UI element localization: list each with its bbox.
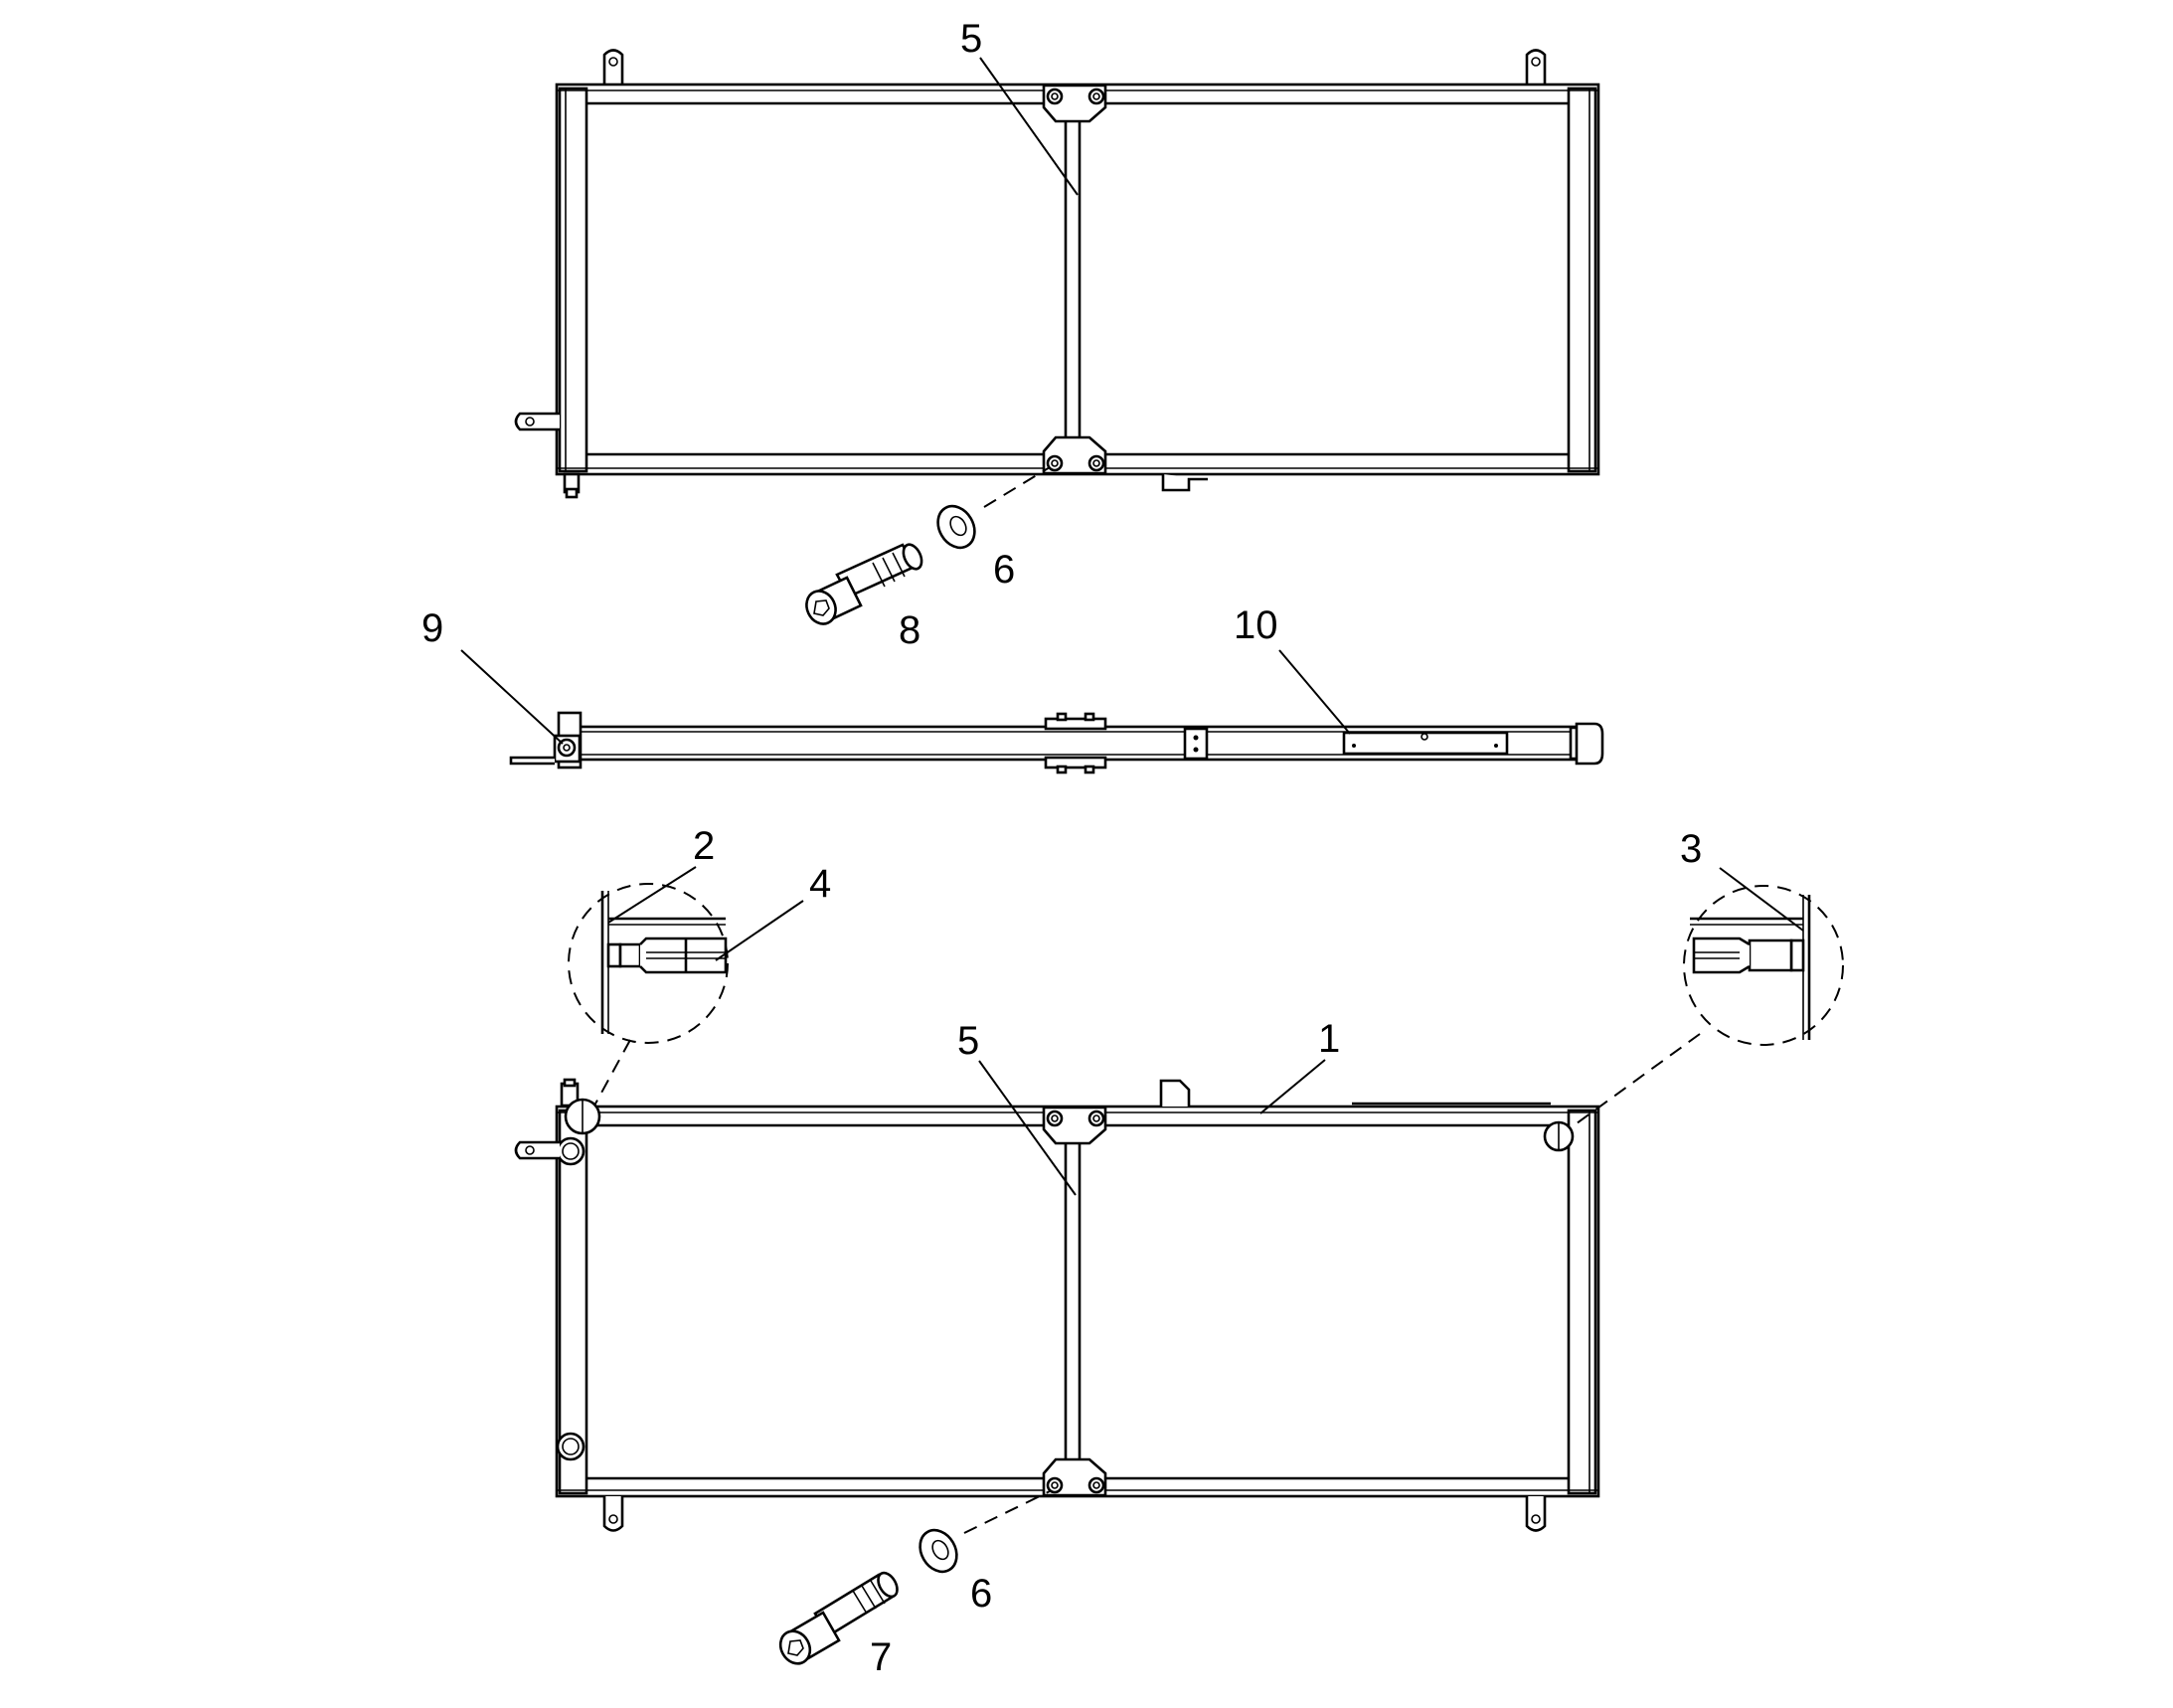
side-view-left-end — [509, 711, 583, 769]
bottom-frame-top-bracket — [1159, 1079, 1191, 1107]
top-mounting-tab-right — [1525, 49, 1547, 84]
top-assembly-dash-line — [983, 466, 1051, 508]
side-view-center-clamp — [1044, 712, 1107, 774]
bottom-assembly-dash-line — [963, 1490, 1051, 1534]
callout-5-bottom: 5 — [957, 1019, 979, 1063]
top-frame-right-post — [1567, 86, 1597, 473]
top-frame-view — [514, 49, 1600, 625]
top-frame-bottom-bracket — [1161, 474, 1208, 492]
callout-2: 2 — [693, 824, 715, 868]
side-view-plate — [1342, 731, 1509, 756]
bottom-center-crossbar — [1042, 1106, 1107, 1497]
top-frame-outline — [555, 83, 1600, 476]
top-frame-bottom-nub — [563, 472, 581, 499]
callout-6-top: 6 — [993, 548, 1015, 592]
side-view-slot — [1183, 727, 1209, 761]
bottom-mounting-tab-right — [1525, 1496, 1547, 1532]
callout-9: 9 — [421, 606, 443, 650]
bottom-washer — [919, 1528, 958, 1574]
bottom-mounting-tab-left — [602, 1496, 624, 1532]
top-frame-side-tab — [514, 412, 560, 431]
callout-7: 7 — [870, 1635, 892, 1679]
top-bolt — [805, 543, 923, 625]
top-mounting-tab-left — [602, 49, 624, 84]
leader-lines — [460, 57, 1804, 1196]
callout-labels: 5 6 8 9 10 2 4 3 5 1 6 7 — [421, 17, 1702, 1679]
callout-10: 10 — [1234, 603, 1278, 647]
callout-4: 4 — [809, 862, 831, 906]
bottom-frame-outline — [555, 1105, 1600, 1498]
callout-1: 1 — [1318, 1017, 1340, 1061]
bottom-frame-right-marker — [1543, 1120, 1575, 1152]
callout-6-bottom: 6 — [970, 1572, 992, 1616]
side-view-right-end — [1569, 722, 1604, 766]
callout-3: 3 — [1680, 827, 1702, 871]
bottom-frame-left-fittings — [514, 1078, 601, 1461]
callout-8: 8 — [899, 608, 920, 652]
top-washer — [936, 504, 976, 550]
bottom-frame-right-post — [1567, 1109, 1597, 1495]
top-frame-left-post — [558, 86, 588, 473]
callout-5-top: 5 — [960, 17, 982, 61]
side-view — [509, 711, 1604, 774]
bottom-frame-view — [514, 1078, 1600, 1665]
bottom-bolt — [778, 1571, 899, 1665]
detail-right — [1576, 885, 1844, 1124]
detail-left — [568, 883, 729, 1107]
top-center-crossbar — [1042, 84, 1107, 475]
